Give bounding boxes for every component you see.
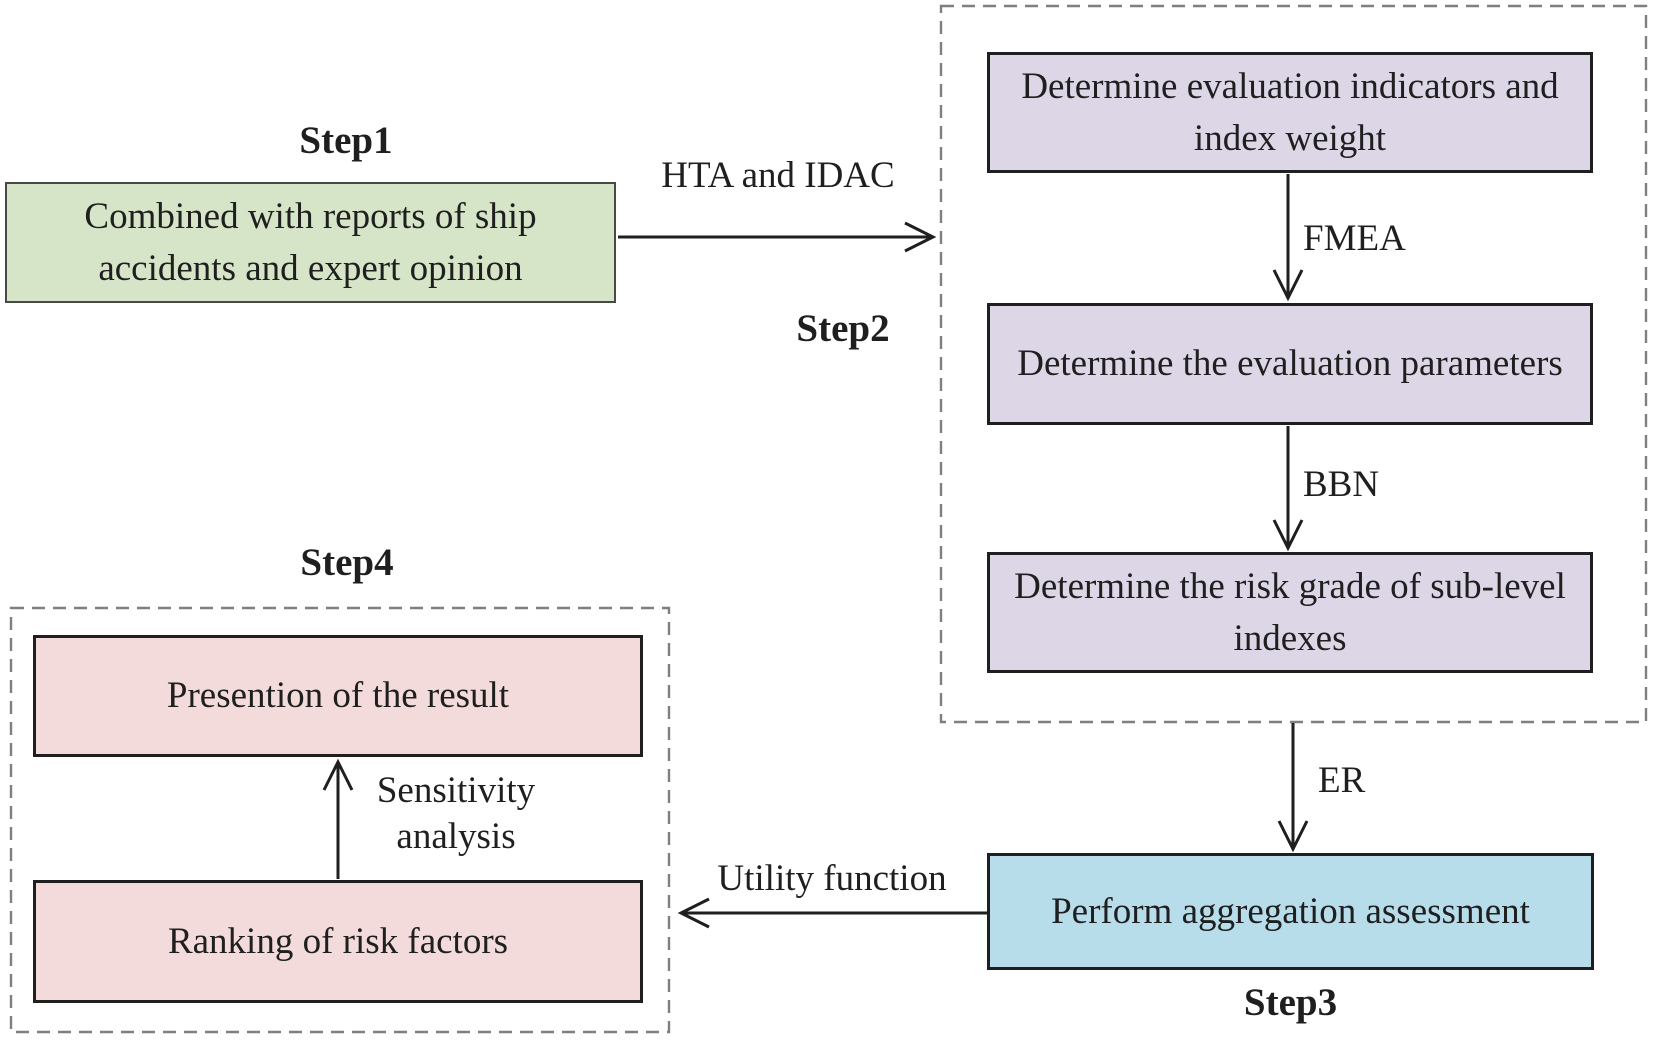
arrow-label-utility-function: Utility function <box>717 858 947 899</box>
step4-box-presention-result: Presention of the result <box>33 635 643 757</box>
step4-dashed-group-border <box>9 606 671 1034</box>
arrow-label-er: ER <box>1318 760 1366 801</box>
arrow-label-sensitivity-analysis: Sensitivity analysis <box>376 770 536 858</box>
step4-title: Step4 <box>300 541 394 584</box>
step3-title: Step3 <box>1243 981 1338 1024</box>
step2-dashed-group-border <box>939 4 1648 724</box>
step1-box-combined-reports: Combined with reports of ship accidents … <box>5 182 616 303</box>
step3-box-aggregation-assessment: Perform aggregation assessment <box>987 853 1594 970</box>
step2-title: Step2 <box>796 307 890 350</box>
step4-box-ranking-risk-factors: Ranking of risk factors <box>33 880 643 1003</box>
step1-title: Step1 <box>299 119 393 162</box>
arrow-label-fmea: FMEA <box>1303 218 1406 259</box>
arrow-label-hta-idac: HTA and IDAC <box>661 155 895 196</box>
step2-box-evaluation-indicators: Determine evaluation indicators and inde… <box>987 52 1593 173</box>
step2-box-evaluation-parameters: Determine the evaluation parameters <box>987 303 1593 425</box>
arrow-label-bbn: BBN <box>1303 464 1380 505</box>
step2-box-risk-grade: Determine the risk grade of sub-level in… <box>987 552 1593 673</box>
